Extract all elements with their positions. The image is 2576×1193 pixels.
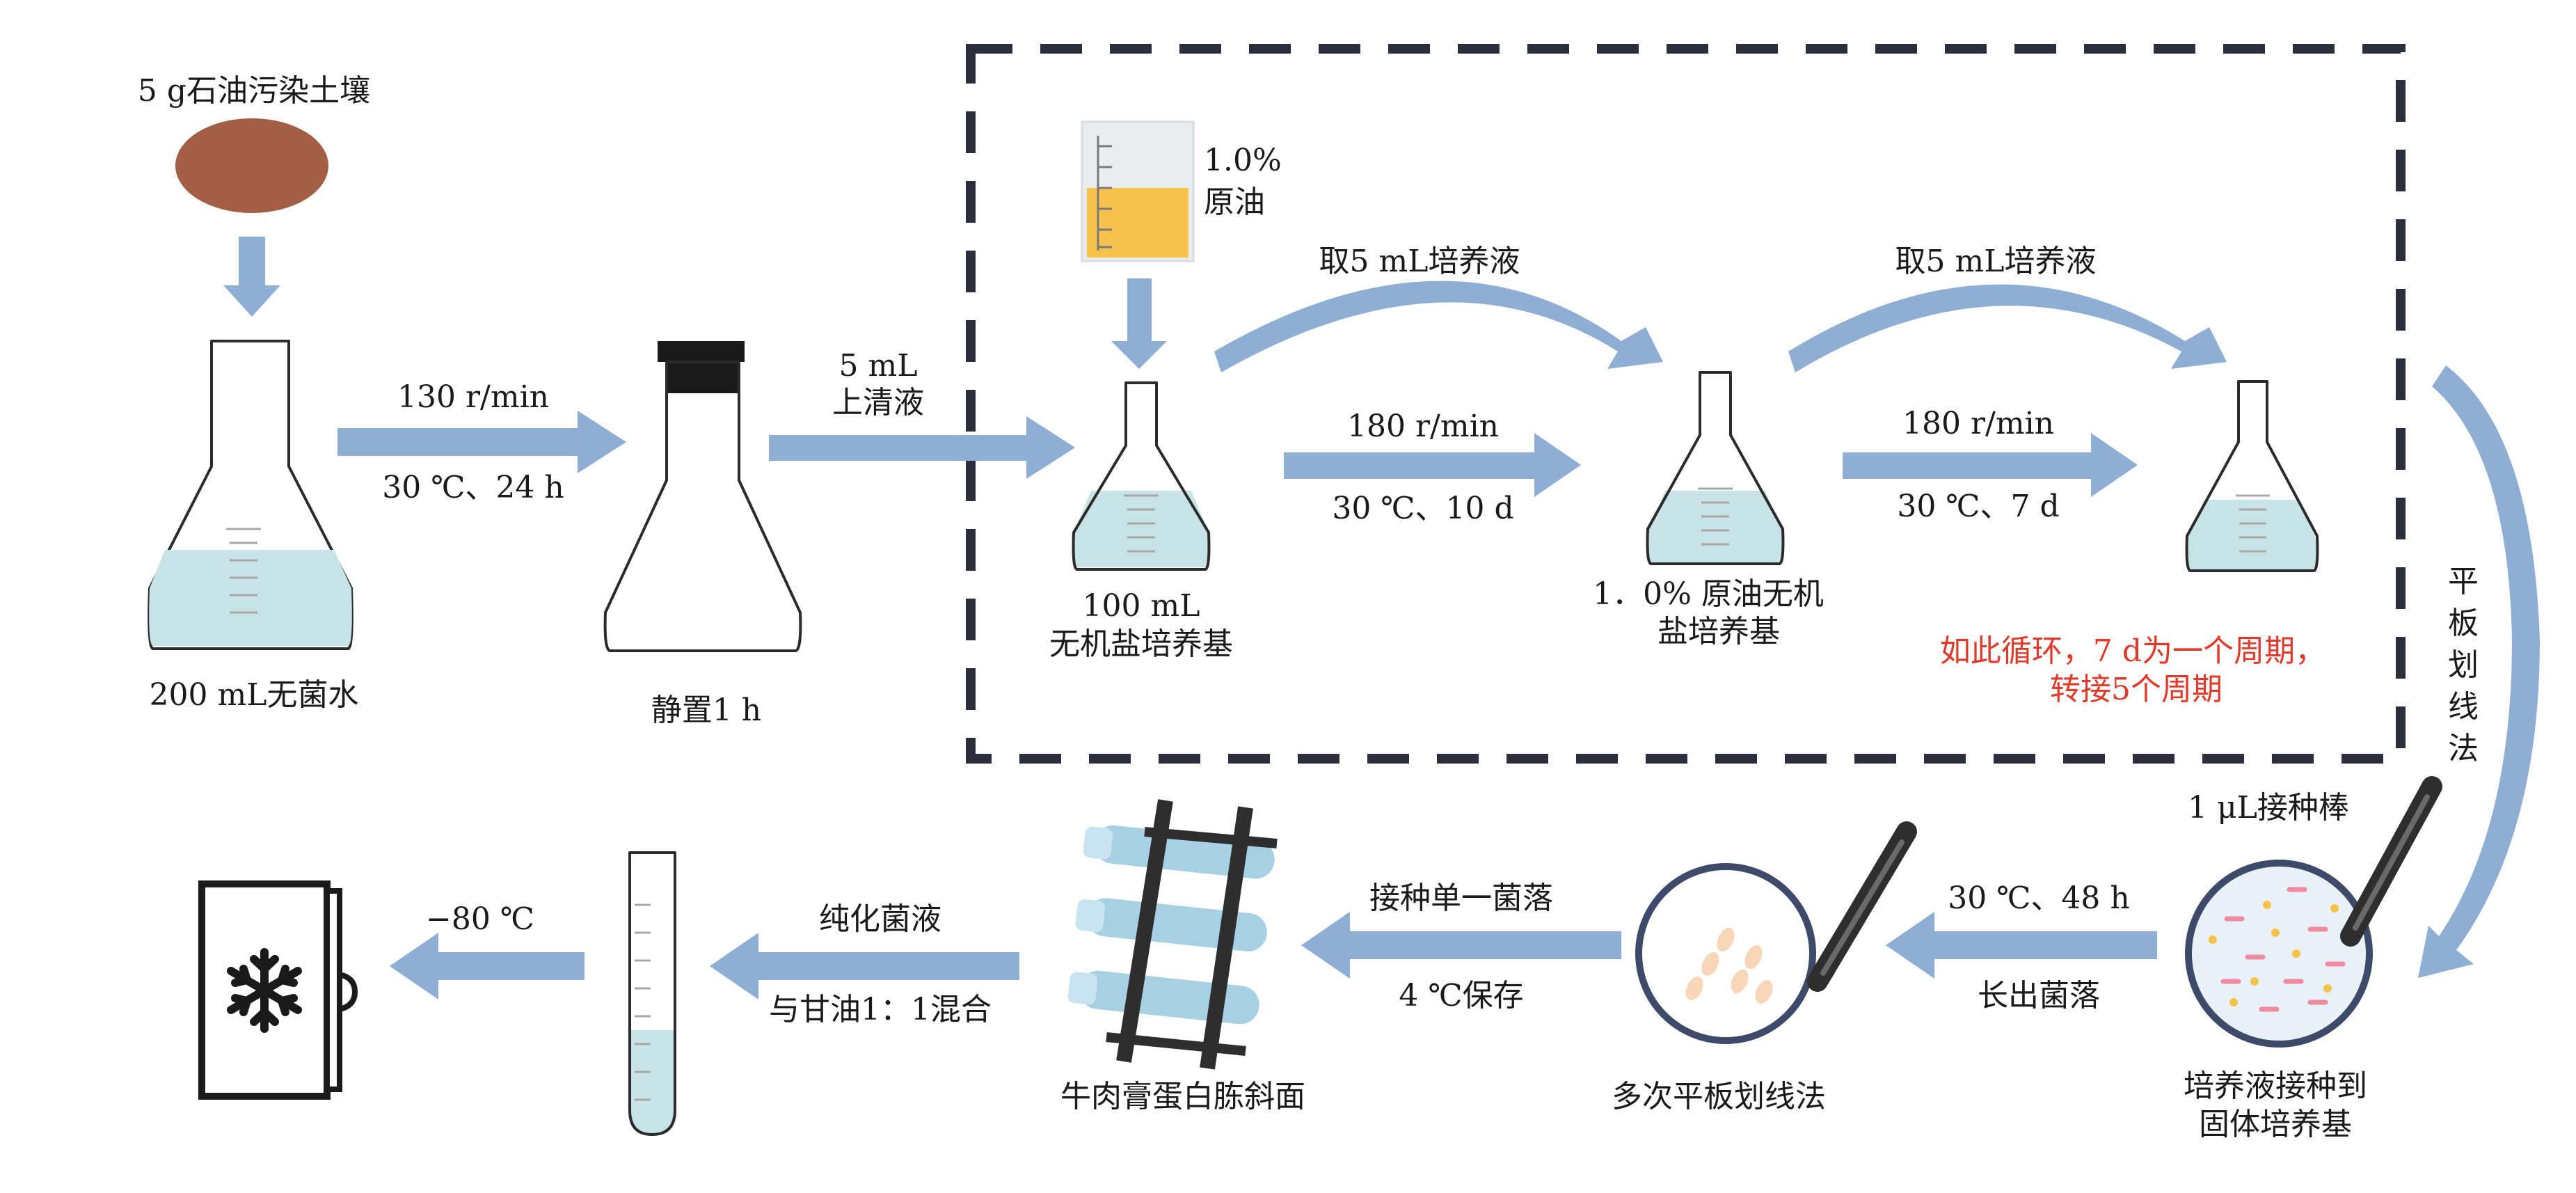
slant-tube-rack-icon [1067,799,1278,1070]
flask-sterile-water [148,340,353,650]
right-arrow-icon [1284,433,1581,497]
svg-text:线: 线 [2448,689,2479,725]
cycle-note-line2: 转接5个周期 [2050,672,2223,707]
supernatant-volume-label: 5 mL [839,348,918,384]
shake2-speed-label: 180 r/min [1347,409,1499,444]
flask-crude-oil-medium [1646,371,1785,565]
plate1-label-line2: 固体培养基 [2199,1107,2352,1142]
plate1-result-label: 长出菌落 [1978,978,2100,1013]
right-arrow-icon [1843,433,2138,497]
plate2-label: 多次平板划线法 [1612,1079,1826,1114]
shake3-condition-label: 30 ℃、7 d [1897,489,2059,524]
down-arrow-icon [223,237,280,317]
shake1-speed-label: 130 r/min [397,379,549,415]
medium2-label-line1: 1．0% 原油无机 [1593,576,1824,612]
enrichment-dashed-box [966,44,2406,764]
test-tube-icon [628,851,676,1136]
curved-transfer-arrow-icon [1214,281,1663,372]
slant-label: 牛肉膏蛋白胨斜面 [1060,1079,1305,1114]
crude-oil-percent-label: 1.0% [1204,143,1282,178]
petri-dish-inoculated-icon [2185,776,2442,1048]
streak-method-vertical-label: 平 板 划 线 法 [2448,564,2479,766]
svg-text:平: 平 [2448,564,2479,599]
soil-sample-icon [175,118,328,213]
transfer2-label: 取5 mL培养液 [1895,244,2097,279]
inoculating-rod-label: 1 μL接种棒 [2188,790,2349,825]
left-arrow-icon [710,933,1019,1000]
snowflake-icon [227,948,302,1033]
shake3-speed-label: 180 r/min [1902,406,2054,441]
supernatant-label: 上清液 [832,385,924,420]
cycle-note-line1: 如此循环，7 d为一个周期， [1940,633,2325,669]
soil-sample-label: 5 g石油污染土壤 [138,73,370,109]
left-arrow-icon [1886,912,2157,979]
pick-colony-label: 接种单一菌落 [1369,880,1553,916]
right-arrow-icon [769,416,1075,479]
plate1-label-line1: 培养液接种到 [2184,1068,2367,1104]
left-arrow-icon [1301,912,1621,979]
sterile-water-label: 200 mL无菌水 [150,677,359,713]
glycerol-mix-label: 与甘油1：1混合 [769,992,992,1027]
down-arrow-icon [1111,278,1167,369]
medium2-label-line2: 盐培养基 [1657,614,1780,649]
svg-text:法: 法 [2448,731,2479,766]
crude-oil-label: 原油 [1204,184,1265,220]
flask-medium-100ml [1072,381,1211,571]
transfer1-label: 取5 mL培养液 [1319,244,1520,279]
right-arrow-icon [337,411,626,473]
crude-oil-beaker-icon [1081,120,1195,262]
shake2-condition-label: 30 ℃、10 d [1332,491,1513,526]
purified-label: 纯化菌液 [819,901,941,937]
petri-dish-streak-icon [1635,821,1917,1044]
curved-transfer-arrow-icon [1788,284,2227,372]
left-arrow-icon [390,933,585,1000]
flask-settle [603,341,802,652]
shake1-condition-label: 30 ℃、24 h [382,470,564,505]
svg-text:板: 板 [2448,606,2479,641]
freeze-temperature-label: −80 ℃ [426,901,534,937]
settle-label: 静置1 h [651,693,761,728]
flask-cycle [2185,380,2319,572]
medium1-label: 无机盐培养基 [1049,626,1233,662]
streak-curved-arrow-icon [2418,365,2540,978]
svg-text:划: 划 [2448,647,2479,683]
freezer-icon [198,880,358,1100]
plate1-condition-label: 30 ℃、48 h [1948,880,2130,916]
store-4c-label: 4 ℃保存 [1399,978,1523,1013]
medium1-volume-label: 100 mL [1083,588,1200,624]
